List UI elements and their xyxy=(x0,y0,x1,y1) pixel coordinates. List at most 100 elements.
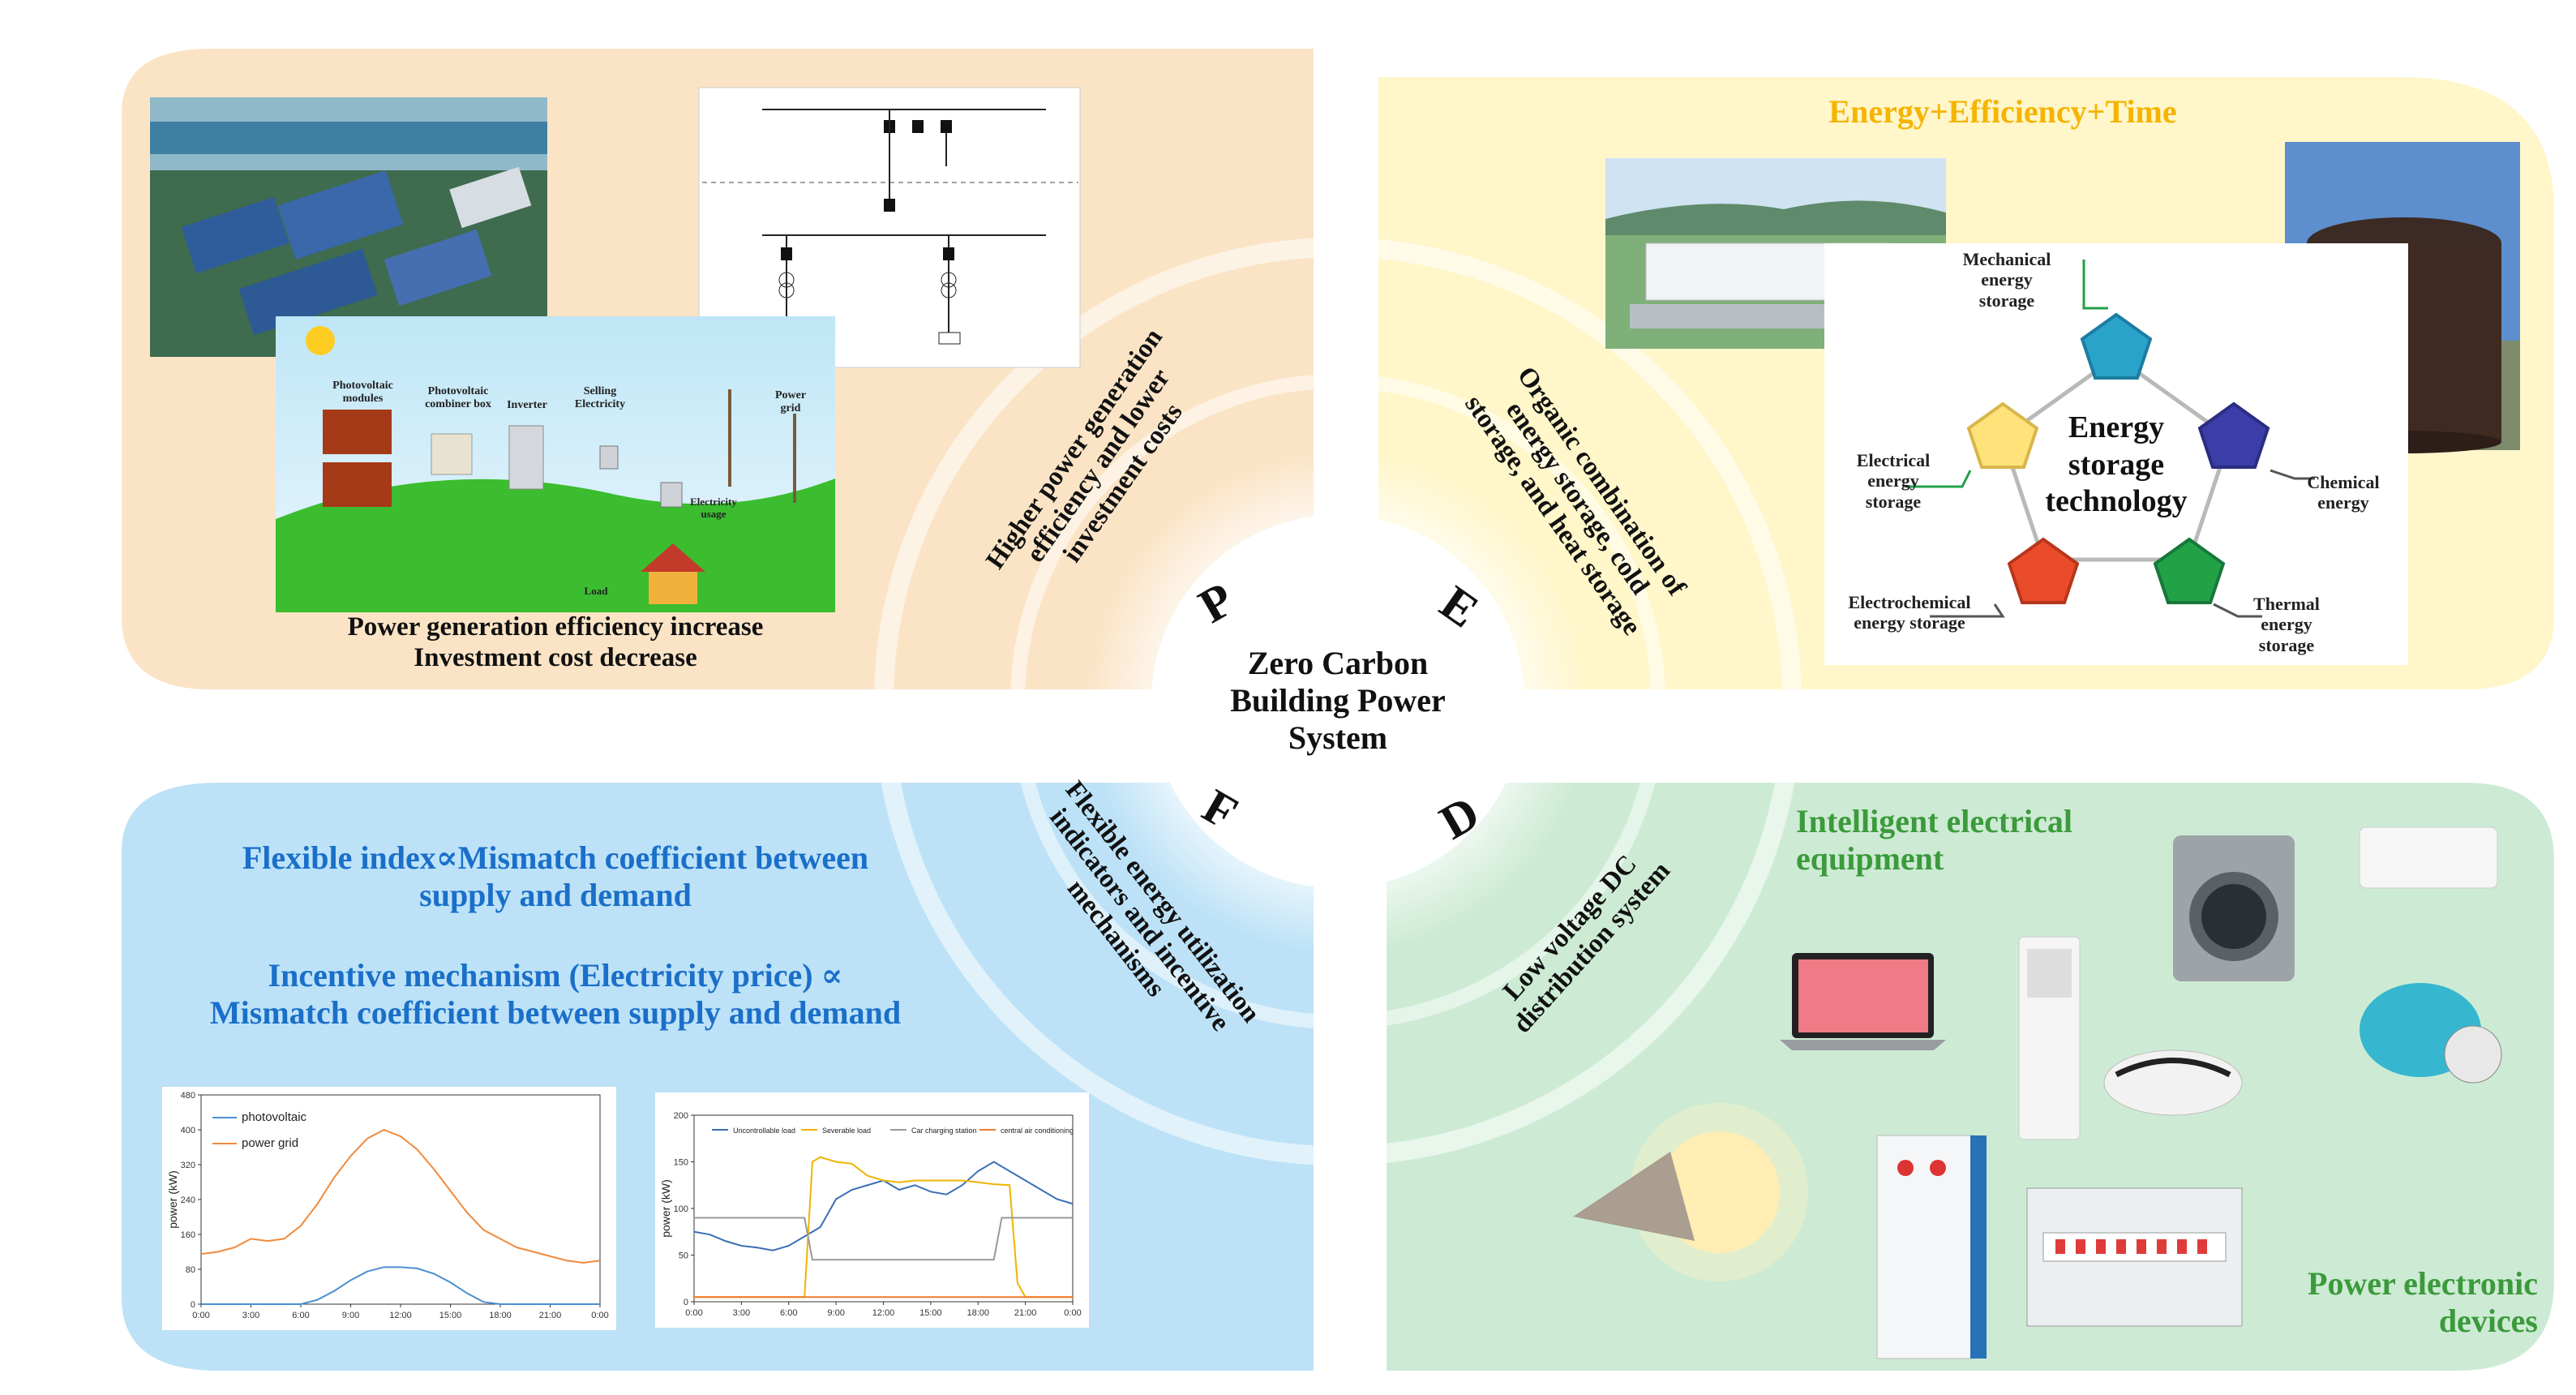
node-label-mechanical: Mechanical energy storage xyxy=(1946,249,2068,311)
node-label-electrochemical: Electrochemical energy storage xyxy=(1828,592,1991,633)
x-tick-label: 12:00 xyxy=(389,1311,412,1320)
appliance-illustrations xyxy=(1573,826,2502,1359)
heading-line: equipment xyxy=(1796,840,1944,877)
x-tick-label: 0:00 xyxy=(685,1308,702,1318)
legend-label: Car charging station xyxy=(911,1127,977,1135)
y-tick-label: 80 xyxy=(186,1265,195,1275)
pv-label-inverter: Inverter xyxy=(507,399,547,411)
x-tick-label: 12:00 xyxy=(872,1308,895,1318)
electrochemical-node xyxy=(2007,537,2080,604)
footer-line: Power electronic xyxy=(2308,1265,2538,1302)
x-tick-label: 0:00 xyxy=(192,1311,209,1320)
series-line xyxy=(693,1161,1074,1251)
series-line xyxy=(694,1156,1073,1298)
x-tick-label: 9:00 xyxy=(827,1308,844,1318)
center-title-line: Zero Carbon xyxy=(1247,645,1429,681)
energy-storage-hub: Energy storage technology xyxy=(2003,410,2230,521)
x-tick-label: 18:00 xyxy=(967,1308,989,1318)
plot-frame xyxy=(200,1094,601,1305)
x-tick-label: 9:00 xyxy=(342,1311,359,1320)
x-tick-label: 18:00 xyxy=(489,1311,512,1320)
y-tick-label: 200 xyxy=(674,1111,688,1121)
x-tick-label: 6:00 xyxy=(292,1311,309,1320)
pv-label-grid: Power grid xyxy=(774,389,807,415)
plot-frame xyxy=(693,1114,1074,1303)
node-line: energy xyxy=(2261,614,2312,635)
x-tick-label: 15:00 xyxy=(919,1308,942,1318)
x-tick-label: 15:00 xyxy=(439,1311,462,1320)
x-tick-label: 6:00 xyxy=(780,1308,797,1318)
center-title: Zero Carbon Building Power System xyxy=(1192,645,1484,757)
node-line: Electrochemical xyxy=(1848,592,1971,612)
pv-label-modules: Photovoltaic modules xyxy=(332,380,393,406)
legend-label: Uncontrollable load xyxy=(733,1127,795,1135)
equation-incentive: Incentive mechanism (Electricity price) … xyxy=(154,957,957,1032)
energy-storage-wheel xyxy=(1824,243,2408,665)
pv-label-selling: Selling Electricity xyxy=(574,385,626,411)
x-tick-label: 21:00 xyxy=(539,1311,562,1320)
equation-line: supply and demand xyxy=(419,877,692,913)
equation-line: Flexible index∝Mismatch coefficient betw… xyxy=(242,839,869,876)
center-title-line: Building Power xyxy=(1230,682,1446,719)
thermal-node xyxy=(2153,537,2226,604)
mechanical-node xyxy=(2080,312,2153,380)
series-line xyxy=(200,1128,601,1264)
node-line: storage xyxy=(1865,491,1922,512)
y-tick-label: 50 xyxy=(679,1251,688,1261)
node-label-electrical: Electrical energy storage xyxy=(1837,450,1950,512)
legend-label: power grid xyxy=(242,1136,298,1150)
power-electronic-devices-label: Power electronic devices xyxy=(2230,1265,2538,1340)
electrical-cabinet-icon xyxy=(1876,1135,1975,1359)
equation-flexible-index: Flexible index∝Mismatch coefficient betw… xyxy=(154,839,957,914)
aerial-pv-photo xyxy=(150,97,547,357)
y-tick-label: 150 xyxy=(674,1158,688,1168)
electrical-node xyxy=(1966,401,2039,469)
x-tick-label: 0:00 xyxy=(1064,1308,1081,1318)
y-axis-label: power (kW) xyxy=(659,1179,672,1238)
x-tick-label: 0:00 xyxy=(591,1311,608,1320)
hub-line: Energy xyxy=(2068,410,2165,444)
pv-system-illustration xyxy=(276,316,835,612)
heading-line: Intelligent electrical xyxy=(1796,803,2072,839)
node-line: Electrical xyxy=(1856,450,1931,470)
node-line: energy xyxy=(2317,492,2369,513)
top-right-heading: Energy+Efficiency+Time xyxy=(1828,93,2177,130)
caption-line: Power generation efficiency increase xyxy=(347,612,764,642)
equation-line: Incentive mechanism (Electricity price) … xyxy=(268,957,843,994)
pv-label-combiner: Photovoltaic combiner box xyxy=(425,385,491,411)
footer-line: devices xyxy=(2438,1303,2538,1339)
series-line xyxy=(201,1266,600,1305)
y-tick-label: 100 xyxy=(674,1204,688,1214)
intelligent-equipment-heading: Intelligent electrical equipment xyxy=(1796,803,2169,878)
node-line: storage xyxy=(2258,634,2315,655)
legend-label: Severable load xyxy=(822,1127,871,1135)
x-tick-label: 21:00 xyxy=(1014,1308,1037,1318)
y-axis-label: power (kW) xyxy=(166,1170,179,1229)
node-line: energy xyxy=(1981,269,2033,290)
series-line xyxy=(694,1217,1073,1261)
x-tick-label: 3:00 xyxy=(242,1311,259,1320)
chemical-node xyxy=(2197,401,2270,469)
equation-line: Mismatch coefficient between supply and … xyxy=(209,994,902,1031)
pv-label-load: Load xyxy=(584,585,608,597)
y-tick-label: 0 xyxy=(684,1298,688,1307)
node-line: Chemical xyxy=(2307,472,2380,492)
node-line: storage xyxy=(1978,290,2035,311)
node-line: Thermal xyxy=(2253,594,2320,614)
node-line: energy xyxy=(1867,470,1919,491)
y-tick-label: 0 xyxy=(191,1300,195,1310)
legend-label: photovoltaic xyxy=(242,1110,307,1124)
legend-label: central air conditioning xyxy=(1001,1127,1074,1135)
node-line: energy storage xyxy=(1854,612,1965,633)
node-label-chemical: Chemical energy xyxy=(2287,472,2400,513)
hub-line: storage xyxy=(2068,447,2165,482)
y-tick-label: 480 xyxy=(181,1091,195,1101)
pv-label-usage: Electricity usage xyxy=(690,496,737,520)
split-air-conditioner-icon xyxy=(2359,826,2498,889)
hub-line: technology xyxy=(2045,484,2188,519)
